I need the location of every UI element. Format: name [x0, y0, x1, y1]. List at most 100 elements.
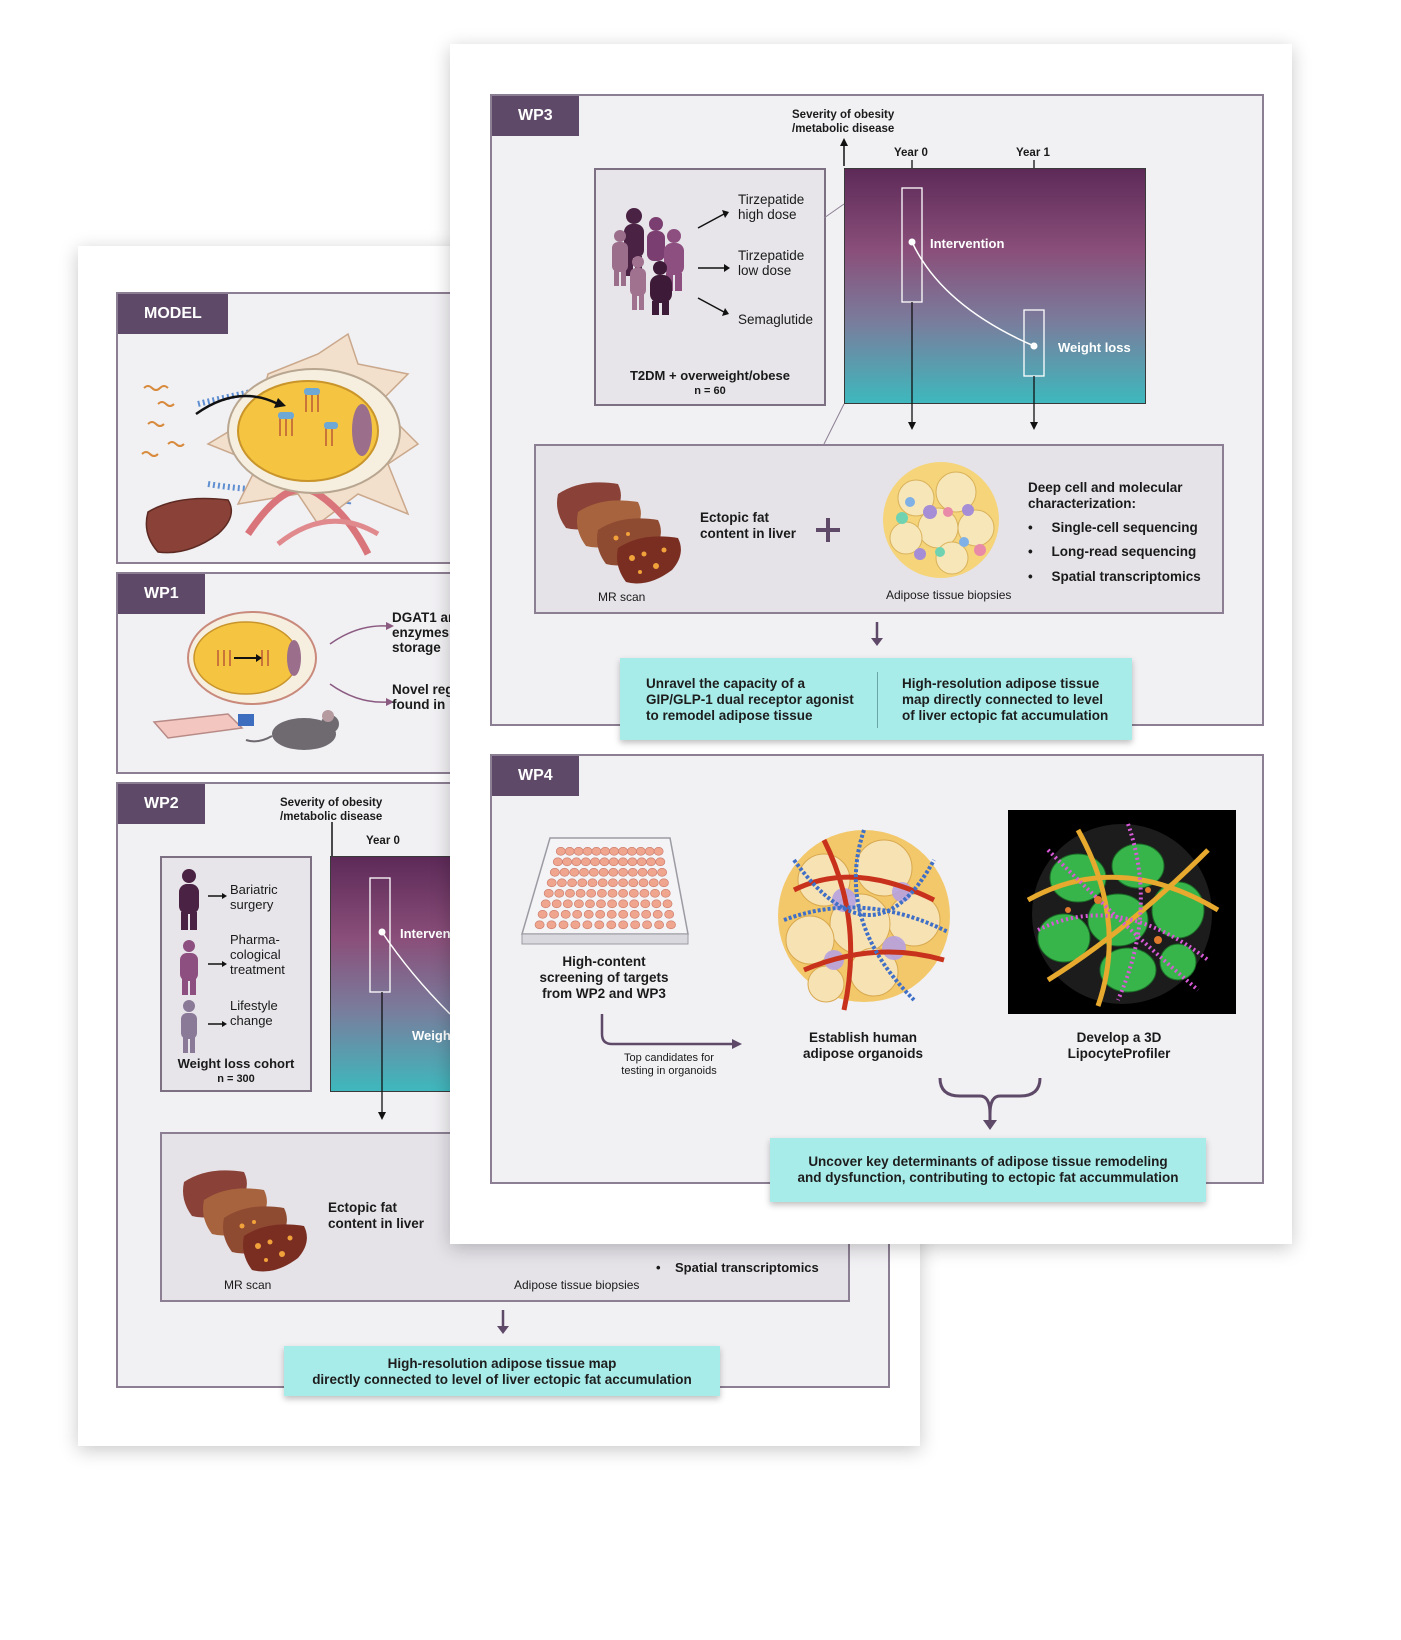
- wp4-screening: High-content screening of targets from W…: [539, 954, 669, 1001]
- well: [608, 878, 618, 888]
- well: [575, 888, 586, 898]
- well: [565, 888, 575, 898]
- wp2-cohort-n: n = 300: [217, 1073, 255, 1085]
- adipose-organoid-icon: [778, 829, 950, 1011]
- liver-mri-icon: [183, 1170, 307, 1272]
- well: [549, 910, 559, 919]
- wp2-tag: WP2: [118, 784, 205, 824]
- plus-icon: [816, 518, 840, 542]
- wp3-mr-scan: MR scan: [598, 590, 646, 604]
- wp3-axis-label: Severity of obesity /metabolic disease: [792, 109, 895, 135]
- well: [628, 888, 639, 898]
- wp3-biopsy-box: MR scan Ectopic fat content in liver Adi…: [534, 444, 1224, 614]
- well: [642, 920, 652, 930]
- wp3-arm-low: Tirzepatide low dose: [738, 248, 805, 278]
- wp3-down-arrow: [871, 622, 883, 646]
- well: [534, 920, 545, 930]
- well: [555, 846, 566, 856]
- well: [546, 920, 557, 930]
- well: [618, 878, 628, 888]
- wp3-bullet-3: • Spatial transcriptomics: [1028, 569, 1201, 584]
- wp3-cohort-title: T2DM + overweight/obese: [629, 368, 790, 383]
- well: [662, 899, 673, 909]
- well: [629, 910, 640, 919]
- wp2-result: High-resolution adipose tissue map direc…: [284, 1346, 720, 1396]
- well: [598, 867, 609, 877]
- well: [640, 899, 651, 909]
- wp2-plot-overlay: [331, 822, 451, 1120]
- well: [583, 910, 594, 919]
- well: [635, 846, 646, 856]
- well: [543, 888, 554, 898]
- well: [648, 878, 659, 888]
- lipocyte-profiler-image: [1008, 810, 1236, 1014]
- wp1-tag: WP1: [118, 574, 205, 614]
- wp3-weight-loss: Weight loss: [1058, 340, 1131, 355]
- well: [627, 867, 638, 877]
- well: [653, 846, 664, 856]
- wp3-result-right: High-resolution adipose tissue map direc…: [902, 676, 1109, 723]
- wp3-year1: Year 1: [1016, 147, 1050, 159]
- well: [652, 910, 663, 919]
- well: [600, 846, 611, 856]
- well: [638, 878, 649, 888]
- wp2-axis-label: Severity of obesity /metabolic disease: [280, 797, 383, 823]
- well: [606, 910, 617, 919]
- wp2-cohort-box: Bariatric surgery Pharma- cological trea…: [160, 856, 312, 1092]
- well: [591, 846, 602, 856]
- wp1-panel: WP1 DGAT1 ar enzymes storage Novel reg f…: [116, 572, 456, 774]
- well: [587, 878, 598, 888]
- wp2-severity-plot: [330, 856, 460, 1092]
- wp2-year0: Year 0: [366, 835, 400, 847]
- well-plate-icon: [521, 837, 689, 945]
- well: [618, 846, 628, 856]
- wp2-option-lifestyle: Lifestyle change: [230, 998, 278, 1028]
- well: [574, 899, 584, 909]
- model-cell-illustration: [141, 332, 420, 556]
- well: [557, 878, 567, 888]
- well: [609, 846, 619, 856]
- well: [618, 899, 629, 909]
- well: [597, 878, 608, 888]
- wp3-result: Unravel the capacity of a GIP/GLP-1 dual…: [620, 658, 1132, 740]
- wp3-severity-plot: [844, 168, 1146, 404]
- wp2-ectopic: Ectopic fat content in liver: [328, 1200, 425, 1231]
- well: [651, 899, 662, 909]
- wp3-panel: WP3 Severity of obesity /metabolic disea…: [490, 94, 1264, 740]
- well: [572, 910, 583, 919]
- well: [639, 888, 650, 898]
- wp3-result-divider: [877, 672, 878, 728]
- wp3-arm-sema: Semaglutide: [738, 312, 814, 327]
- wp3-arm-high: Tirzepatide high dose: [738, 192, 805, 222]
- arrow-icon: [208, 893, 227, 1027]
- well: [608, 867, 619, 877]
- wp4-merge-bracket: [938, 1077, 1042, 1130]
- wp3-result-left: Unravel the capacity of a GIP/GLP-1 dual…: [646, 676, 854, 723]
- well: [596, 899, 606, 909]
- well: [641, 910, 652, 919]
- arrow-icon: [697, 210, 730, 316]
- well: [590, 857, 600, 867]
- well: [618, 910, 629, 919]
- well: [577, 878, 588, 888]
- wp3-cohort-n: n = 60: [694, 385, 726, 397]
- wp2-intervention: Interven: [400, 926, 451, 941]
- wp2-weight: Weigh: [412, 1028, 451, 1043]
- well: [569, 867, 580, 877]
- well: [660, 888, 671, 898]
- wp3-ectopic: Ectopic fat content in liver: [700, 510, 797, 541]
- well: [618, 867, 628, 877]
- wp2-option-pharma: Pharma- cological treatment: [230, 932, 285, 977]
- well: [630, 920, 641, 930]
- well: [637, 867, 648, 877]
- model-tag: MODEL: [118, 294, 228, 334]
- well: [551, 899, 562, 909]
- well: [571, 857, 582, 867]
- wp2-adipose: Adipose tissue biopsies: [514, 1278, 640, 1292]
- well: [666, 920, 676, 930]
- well: [582, 846, 593, 856]
- wp1-text-2: Novel reg found in: [392, 682, 454, 712]
- well: [579, 867, 589, 877]
- wp2-option-bariatric: Bariatric surgery: [230, 882, 278, 912]
- well: [582, 920, 593, 930]
